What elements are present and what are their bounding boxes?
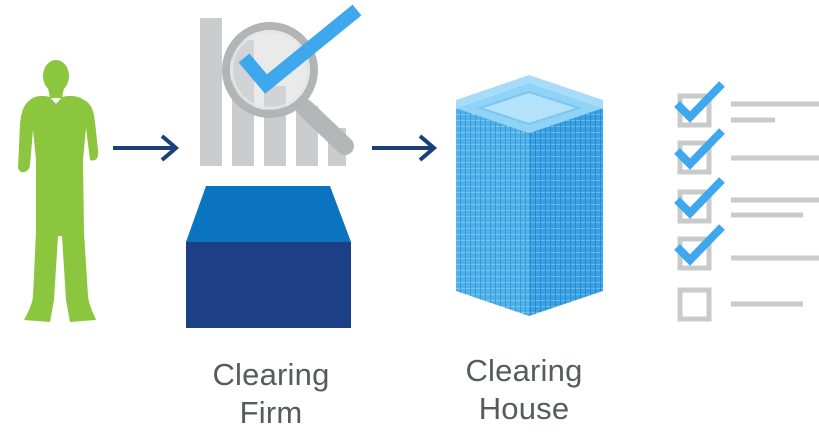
clearing-firm-label: Clearing Firm	[196, 356, 346, 432]
person-icon	[18, 60, 99, 322]
checklist-item	[677, 287, 803, 322]
checklist-item	[674, 128, 819, 175]
checklist-item	[674, 224, 819, 271]
check-icon	[674, 224, 725, 266]
checklist-item	[674, 81, 819, 128]
checklist-icon	[674, 81, 819, 322]
clearing-firm-label-line-2: Firm	[239, 395, 303, 430]
magnifier-check-icon	[238, 4, 362, 94]
clearing-house-label: Clearing House	[449, 352, 599, 428]
check-icon	[674, 81, 725, 123]
flow-arrow-2	[372, 134, 438, 162]
checklist-item	[674, 177, 819, 224]
clearing-firm-icon	[186, 4, 362, 328]
flow-arrow-1	[113, 134, 180, 162]
diagram-graphics	[18, 4, 819, 328]
building-icon	[456, 75, 603, 316]
clearing-house-label-line-2: House	[478, 391, 570, 426]
check-icon	[674, 177, 725, 219]
check-icon	[674, 128, 725, 170]
firm-block-icon	[186, 186, 351, 328]
clearing-firm-label-line-1: Clearing	[212, 357, 330, 392]
clearing-flow-diagram: Clearing Firm Clearing House	[18, 4, 819, 430]
clearing-house-label-line-1: Clearing	[465, 353, 583, 388]
magnifier-icon	[222, 22, 354, 155]
